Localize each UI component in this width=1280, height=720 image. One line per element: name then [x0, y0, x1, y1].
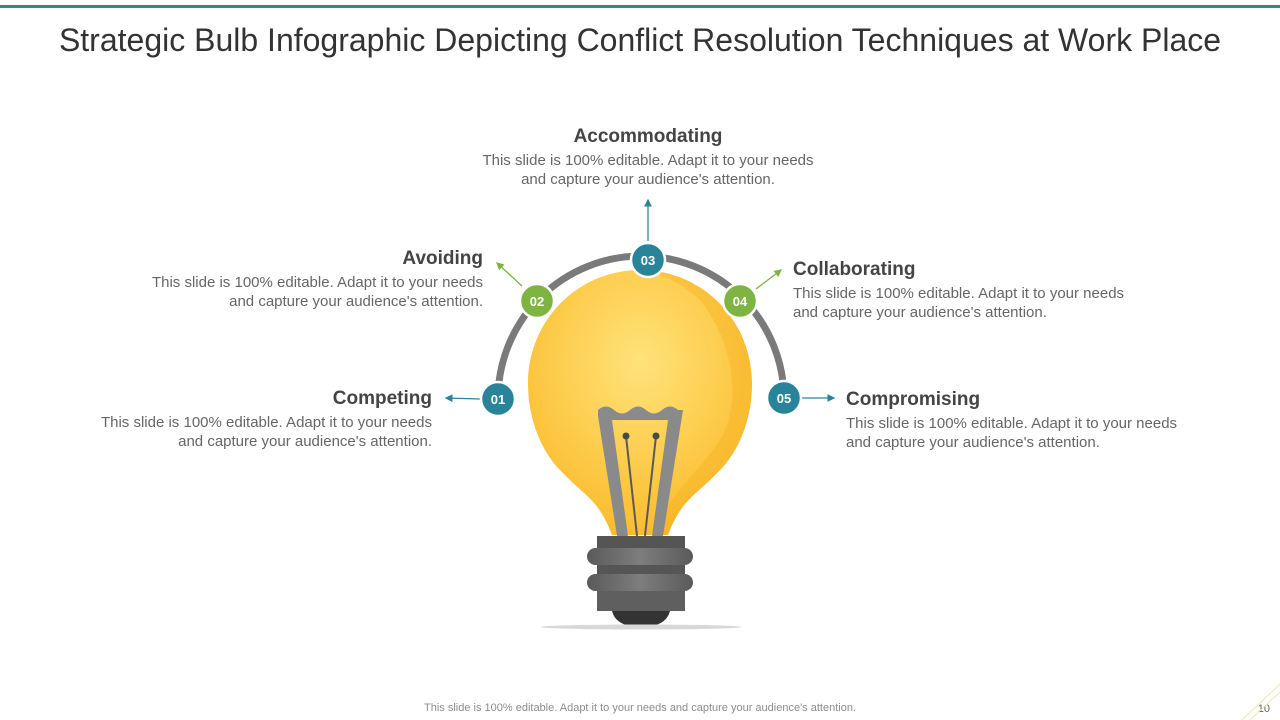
corner-decoration — [1241, 683, 1280, 720]
node-03-label: 03 — [641, 253, 655, 268]
technique-heading: Avoiding — [402, 248, 483, 269]
arrow-04 — [755, 269, 783, 290]
node-05: 05 — [765, 379, 803, 417]
technique-description: This slide is 100% editable. Adapt it to… — [482, 152, 814, 188]
node-05-label: 05 — [777, 391, 791, 406]
technique-description: This slide is 100% editable. Adapt it to… — [151, 274, 483, 310]
technique-heading: Collaborating — [793, 259, 916, 280]
arrow-02 — [496, 262, 523, 287]
page-number: 10 — [1257, 703, 1270, 715]
top-rule — [0, 5, 1280, 8]
footer-note: This slide is 100% editable. Adapt it to… — [424, 702, 856, 714]
slide-title: Strategic Bulb Infographic Depicting Con… — [58, 22, 1222, 58]
node-01: 01 — [479, 380, 517, 418]
node-01-label: 01 — [491, 392, 505, 407]
technique-heading: Competing — [332, 388, 432, 409]
light-bulb-icon — [528, 270, 752, 535]
technique-heading: Accommodating — [573, 126, 723, 147]
node-02: 02 — [518, 282, 556, 320]
node-04: 04 — [721, 282, 759, 320]
bulb-shadow — [541, 624, 741, 630]
technique-accommodating: Accommodating This slide is 100% editabl… — [468, 126, 828, 189]
node-04-label: 04 — [733, 294, 748, 309]
technique-description: This slide is 100% editable. Adapt it to… — [846, 415, 1178, 451]
filament — [598, 406, 683, 536]
bulb-base — [597, 536, 685, 550]
technique-heading: Compromising — [846, 389, 981, 410]
node-02-label: 02 — [530, 294, 544, 309]
technique-competing: Competing This slide is 100% editable. A… — [72, 388, 432, 451]
technique-description: This slide is 100% editable. Adapt it to… — [793, 285, 1125, 321]
arrow-01 — [444, 394, 481, 403]
technique-compromising: Compromising This slide is 100% editable… — [846, 389, 1206, 452]
technique-description: This slide is 100% editable. Adapt it to… — [100, 414, 432, 450]
technique-collaborating: Collaborating This slide is 100% editabl… — [793, 259, 1153, 322]
node-03: 03 — [629, 241, 667, 279]
technique-avoiding: Avoiding This slide is 100% editable. Ad… — [123, 248, 483, 311]
